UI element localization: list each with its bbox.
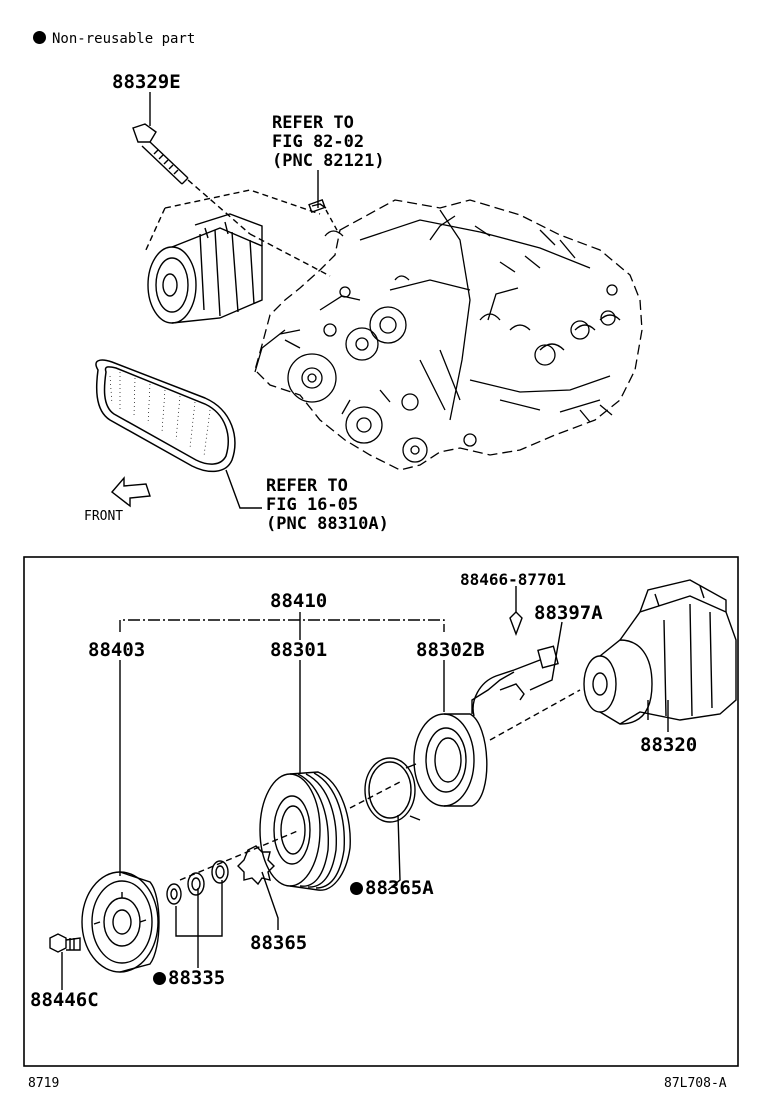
pulley-icon (259, 771, 351, 891)
clip-icon (509, 611, 523, 636)
bolt-part-label: 88329E (112, 71, 181, 93)
part-label-88466: 88466-87701 (460, 570, 566, 589)
part-label-88397a: 88397A (534, 602, 603, 624)
footer-right-code: 87L708-A (664, 1076, 727, 1091)
non-reusable-dot-icon (33, 31, 46, 44)
non-reusable-dot-icon (153, 972, 166, 985)
part-label-88335: 88335 (153, 968, 225, 988)
legend-text: Non-reusable part (52, 31, 196, 47)
part-label-88302b: 88302B (416, 639, 485, 661)
drive-belt-icon (95, 359, 236, 473)
ref2-line-2: FIG 16-05 (266, 495, 359, 515)
part-label-88365: 88365 (250, 932, 308, 954)
ref2-line-1: REFER TO (266, 476, 348, 496)
snap-ring-icon (237, 845, 275, 886)
part-label-88410: 88410 (270, 590, 328, 612)
legend: Non-reusable part (33, 31, 195, 47)
field-coil-icon (413, 671, 515, 807)
wire-harness-icon (472, 645, 559, 717)
part-label-88365a: 88365A (350, 878, 434, 898)
ref1-line-2: FIG 82-02 (272, 132, 365, 152)
shim-washers-icon (166, 860, 229, 905)
snap-ring-a-icon (364, 757, 421, 823)
compressor-icon (583, 579, 737, 725)
clutch-bolt-icon (49, 933, 81, 953)
lower-frame (23, 556, 739, 1067)
upper-illustration (95, 92, 643, 509)
part-label-88320: 88320 (640, 734, 698, 756)
part-label-88446c: 88446C (30, 989, 99, 1011)
part-label-88301: 88301 (270, 639, 328, 661)
front-label: FRONT (84, 509, 124, 524)
part-label-88403: 88403 (88, 639, 146, 661)
bolt-icon (132, 123, 189, 185)
footer-left-code: 8719 (28, 1076, 60, 1091)
compressor-upper-icon (147, 213, 263, 324)
non-reusable-dot-icon (350, 882, 363, 895)
ref1-line-3: (PNC 82121) (272, 151, 385, 171)
engine-block-icon (254, 199, 643, 471)
ref1-line-1: REFER TO (272, 113, 354, 133)
ref2-line-3: (PNC 88310A) (266, 514, 389, 534)
front-arrow-icon (110, 476, 151, 508)
clutch-hub-icon (81, 871, 160, 973)
